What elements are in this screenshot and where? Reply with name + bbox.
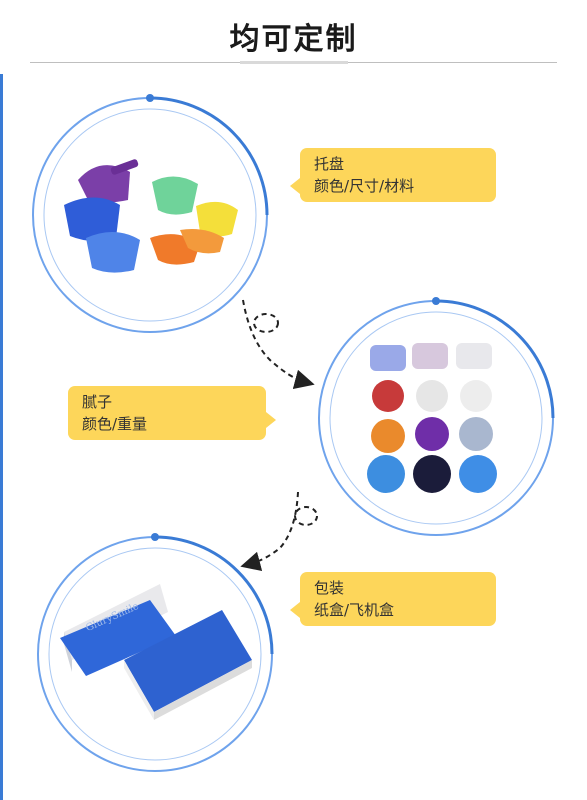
trays-callout: 托盘 颜色/尺寸/材料 [290, 148, 496, 202]
dashed-arrow-2 [240, 491, 318, 572]
dental-trays-image [64, 159, 238, 273]
trays-title: 托盘 [314, 155, 345, 173]
packaging-boxes-image [60, 584, 252, 720]
putty-containers-image [367, 343, 497, 493]
putty-circle [318, 297, 555, 536]
putty-title: 腻子 [82, 393, 113, 411]
dashed-arrow-1 [242, 299, 315, 390]
putty-detail: 颜色/重量 [82, 415, 148, 433]
packaging-detail: 纸盒/飞机盒 [314, 601, 395, 619]
packaging-title: 包装 [314, 579, 345, 597]
putty-callout: 腻子 颜色/重量 [68, 386, 276, 440]
left-accent-bar [0, 74, 3, 800]
packaging-callout: 包装 纸盒/飞机盒 [290, 572, 496, 626]
title-divider-accent [240, 61, 348, 64]
trays-detail: 颜色/尺寸/材料 [314, 177, 415, 195]
page-title: 均可定制 [229, 22, 358, 57]
